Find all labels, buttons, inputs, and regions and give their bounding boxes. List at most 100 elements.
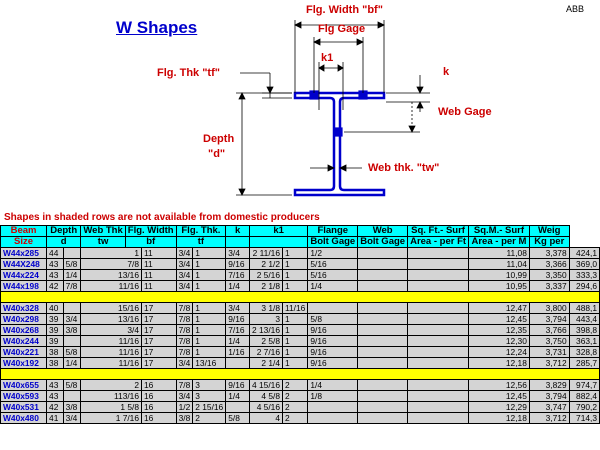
k1-fraction: 1/8 <box>307 390 359 402</box>
k1-whole: 1 <box>281 357 309 369</box>
weight-kg: 443,4 <box>568 313 600 325</box>
flange-bolt-gage <box>357 379 409 391</box>
header-cell: Web <box>357 225 409 237</box>
web-thickness: 1 5/8 <box>80 401 142 413</box>
beam-size: W40x221 <box>0 346 48 358</box>
header-cell: tw <box>80 236 126 248</box>
flange-thk-fraction: 9/16 <box>225 379 251 391</box>
surface-area-m: 3,750 <box>528 335 570 347</box>
weight-kg: 398,8 <box>568 324 600 336</box>
depth-fraction <box>62 390 82 402</box>
flange-bolt-gage <box>357 335 409 347</box>
flange-thk-whole: 1 <box>192 324 227 336</box>
k1-fraction: 5/16 <box>307 258 359 270</box>
flange-thk-fraction: 9/16 <box>225 258 251 270</box>
depth-fraction: 5/8 <box>62 379 82 391</box>
k1-fraction <box>307 302 359 314</box>
beam-size: W44x198 <box>0 280 48 292</box>
flange-width-whole: 17 <box>141 346 177 358</box>
surface-area-m: 3,747 <box>528 401 570 413</box>
surface-area-ft: 12,18 <box>468 412 530 424</box>
flange-width-whole: 11 <box>141 280 177 292</box>
k1-whole: 11/16 <box>281 302 309 314</box>
beam-size: W40x268 <box>0 324 48 336</box>
surface-area-ft: 10,99 <box>468 269 530 281</box>
k-value: 2 5/16 <box>249 269 283 281</box>
web-thickness: 11/16 <box>80 335 142 347</box>
web-bolt-gage <box>407 302 470 314</box>
web-thickness: 1 <box>80 247 142 259</box>
k1-fraction: 9/16 <box>307 335 359 347</box>
depth-fraction: 3/8 <box>62 324 82 336</box>
surface-area-ft: 12,45 <box>468 390 530 402</box>
flange-bolt-gage <box>357 247 409 259</box>
web-bolt-gage <box>407 258 470 270</box>
surface-area-m: 3,766 <box>528 324 570 336</box>
weight-kg: 294,6 <box>568 280 600 292</box>
k1-fraction: 5/8 <box>307 313 359 325</box>
flange-thk-fraction: 1/16 <box>225 346 251 358</box>
flange-width-fraction: 3/4 <box>175 357 194 369</box>
flange-bolt-gage <box>357 269 409 281</box>
header-cell: Flg. Thk. <box>175 225 227 237</box>
web-bolt-gage <box>407 357 470 369</box>
flange-thk-fraction <box>225 401 251 413</box>
header-cell: Kg per <box>528 236 570 248</box>
k-value: 3 <box>249 313 283 325</box>
beam-size: W44x224 <box>0 269 48 281</box>
depth-whole: 38 <box>46 357 64 369</box>
surface-area-ft: 12,35 <box>468 324 530 336</box>
web-bolt-gage <box>407 335 470 347</box>
surface-area-m: 3,366 <box>528 258 570 270</box>
separator-cell <box>0 368 600 380</box>
beam-size: W40x593 <box>0 390 48 402</box>
k1-fraction <box>307 412 359 424</box>
web-thickness: 11/16 <box>80 346 142 358</box>
web-bolt-gage <box>407 401 470 413</box>
flange-width-fraction: 1/2 <box>175 401 194 413</box>
depth-whole: 38 <box>46 346 64 358</box>
flange-bolt-gage <box>357 258 409 270</box>
web-thickness: 7/8 <box>80 258 142 270</box>
header-cell: k1 <box>249 225 309 237</box>
weight-kg: 285,7 <box>568 357 600 369</box>
availability-notice: Shapes in shaded rows are not available … <box>4 212 320 223</box>
surface-area-m: 3,337 <box>528 280 570 292</box>
k-value: 4 5/8 <box>249 390 283 402</box>
flange-bolt-gage <box>357 357 409 369</box>
header-cell: Area - per Ft <box>407 236 470 248</box>
flange-width-whole: 17 <box>141 357 177 369</box>
depth-fraction <box>62 302 82 314</box>
depth-whole: 43 <box>46 269 64 281</box>
k1-fraction <box>307 401 359 413</box>
weight-kg: 328,8 <box>568 346 600 358</box>
web-thickness: 11/16 <box>80 357 142 369</box>
flange-thk-fraction: 1/4 <box>225 390 251 402</box>
k-value: 2 13/16 <box>249 324 283 336</box>
group-separator <box>0 291 600 303</box>
flange-width-fraction: 7/8 <box>175 324 194 336</box>
flange-thk-whole: 2 15/16 <box>192 401 227 413</box>
flange-width-whole: 17 <box>141 335 177 347</box>
beam-size: W40x192 <box>0 357 48 369</box>
surface-area-ft: 11,04 <box>468 258 530 270</box>
flange-width-fraction: 3/4 <box>175 280 194 292</box>
flange-thk-whole: 3 <box>192 379 227 391</box>
flange-width-whole: 17 <box>141 313 177 325</box>
flange-width-fraction: 3/4 <box>175 269 194 281</box>
